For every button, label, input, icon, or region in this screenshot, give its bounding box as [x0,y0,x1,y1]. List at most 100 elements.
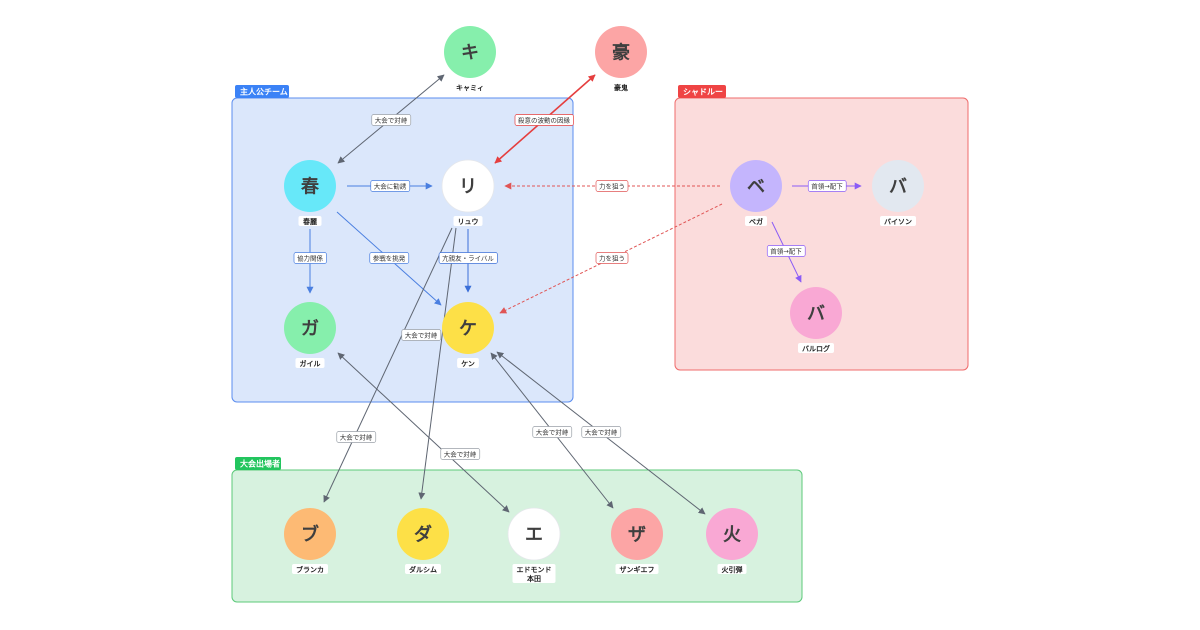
edge-label-text: 力を狙う [599,253,625,262]
edge-label-text: 力を狙う [599,181,625,190]
node-circle [611,508,663,560]
node-label: ケン [461,360,475,368]
edge-label: 首領→配下 [766,245,806,257]
node-chunli[interactable]: 春春麗 [284,160,336,226]
group-protagonists: 主人公チーム [231,85,574,403]
group-title-tag [235,85,289,98]
edge-label-text: 大会で対峙 [444,449,477,458]
edge-label-text: 大会で対峙 [585,427,618,436]
node-label: 火引弾 [722,565,743,574]
node-initial: ケ [459,319,477,340]
group-title-tag [678,85,726,98]
node-initial: エ [525,525,543,546]
node-gouki[interactable]: 豪豪鬼 [595,26,647,92]
node-label-box [295,358,325,368]
node-initial: 火 [723,525,742,546]
node-initial: ザ [628,525,646,546]
node-initial: 春 [301,176,320,198]
edge-label-box [807,180,847,192]
node-ken[interactable]: ケケン [442,302,494,368]
node-label: エドモンド [517,566,552,574]
edge-label: 大会で対峙 [401,329,442,341]
edge-label: 殺意の波動の因縁 [514,114,574,126]
node-label-box [457,358,479,368]
node-label-box [292,564,328,574]
edge-label-box [581,426,622,438]
edge-labels-layer: 大会で対峙殺意の波動の因縁大会に勧誘協力関係参戦を挑発亢親友・ライバル力を狙う力… [293,114,847,460]
edge-label: 大会で対峙 [440,448,481,460]
node-circle [872,160,924,212]
edge-label: 亢親友・ライバル [438,252,498,264]
node-initial: バ [807,304,825,325]
node-circle [790,287,842,339]
edge-label-text: 大会で対峙 [340,432,373,441]
group-title: 主人公チーム [240,87,288,97]
node-label-box [298,216,322,226]
edge-label-text: 協力関係 [297,253,324,262]
node-initial: リ [459,177,477,198]
edge-label: 首領→配下 [807,180,847,192]
edge-label-box [336,431,377,443]
node-circle [284,302,336,354]
node-circle [595,26,647,78]
node-label-box [745,216,767,226]
node-label-box [512,564,556,583]
edge-label-box [440,448,481,460]
node-initial: ブ [301,524,319,546]
group-title: シャドルー [683,88,723,97]
edge-label-box [369,252,410,264]
edge-label: 大会で対峙 [532,426,573,438]
node-label: ブランカ [296,565,324,574]
group-title-tag [235,457,281,470]
node-label-box [615,564,659,574]
edge-label-text: 大会で対峙 [536,427,569,436]
edge-label-box [370,180,411,192]
edge-label: 参戦を挑発 [369,252,410,264]
edge-label-box [401,329,442,341]
node-circle [284,508,336,560]
edge-label-text: 参戦を挑発 [373,253,406,262]
node-label: ダルシム [409,565,437,574]
edge-label: 大会で対峙 [336,431,377,443]
edge-label-box [766,245,806,257]
edge-label-box [438,252,498,264]
node-label: リュウ [458,217,479,226]
node-label-box [717,564,747,574]
edge-label: 力を狙う [595,180,629,192]
node-label-box [880,216,916,226]
edge-label-box [293,252,327,264]
node-label: 豪鬼 [614,83,628,92]
node-circle [284,160,336,212]
edge-guile-honda [337,352,510,513]
group-box [231,97,574,403]
node-circle [706,508,758,560]
node-initial: 豪 [612,42,630,64]
node-initial: ダ [414,524,432,546]
node-initial: キ [461,43,479,64]
node-circle [442,302,494,354]
node-vega[interactable]: ベベガ [730,160,782,226]
edge-label: 大会で対峙 [371,114,412,126]
edge-label-text: 大会で対峙 [375,115,408,124]
edge-label-text: 殺意の波動の因縁 [518,115,571,124]
edge-label-text: 首領→配下 [770,246,802,255]
node-label: 本田 [526,574,541,583]
edge-label: 大会に勧誘 [370,180,411,192]
node-label-box [610,82,632,92]
edge-label-text: 亢親友・ライバル [442,253,494,262]
group-title: 大会出場者 [240,459,280,469]
node-circle [730,160,782,212]
node-label-box [453,216,483,226]
